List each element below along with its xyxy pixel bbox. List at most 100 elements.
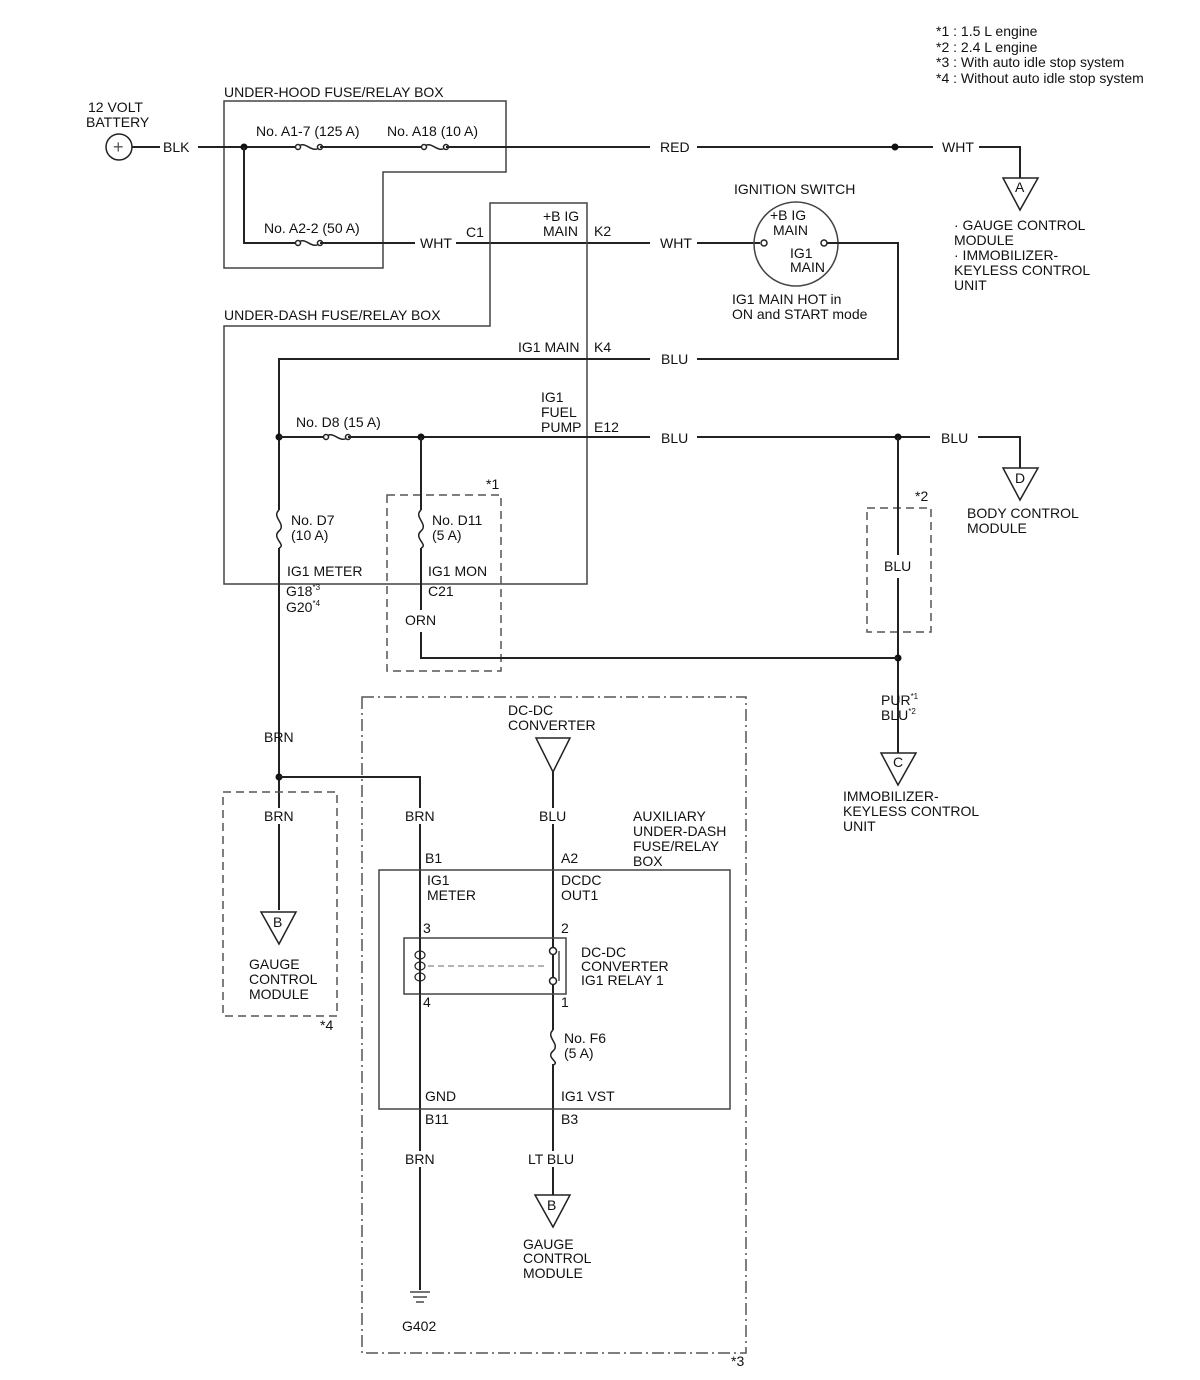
terminal-bigmain-2: MAIN — [543, 223, 578, 239]
terminal-b1: B1 — [425, 850, 442, 866]
fuse-d11-label-1: No. D11 — [432, 512, 483, 528]
note-1: *1 : 1.5 L engine — [936, 23, 1038, 39]
terminal-ig1fuel-3: PUMP — [541, 419, 581, 435]
relay-outline — [403, 937, 567, 995]
fuse-d7-icon — [276, 509, 282, 549]
label-background — [404, 808, 438, 824]
wire-label-blu-k4: BLU — [661, 351, 688, 367]
fuse-terminal — [294, 239, 302, 247]
wire-label-blk: BLK — [163, 139, 190, 155]
ignition-ig1main-2: MAIN — [790, 259, 825, 275]
fuse-a22-label: No. A2-2 (50 A) — [264, 220, 360, 236]
terminal-dcdcout-1: DCDC — [561, 872, 601, 888]
connector-a-label-2: MODULE — [954, 232, 1014, 248]
relay-pin-1: 1 — [561, 994, 569, 1010]
option-3-box — [361, 696, 747, 1354]
connector-a-icon — [1001, 177, 1040, 212]
aux-box-label-1: AUXILIARY — [633, 808, 707, 824]
connector-b-2-letter: B — [547, 1197, 556, 1213]
wire-wht-a — [979, 146, 1021, 178]
connector-a-label-4: KEYLESS CONTROL — [954, 262, 1090, 278]
wire-label-ltblu: LT BLU — [528, 1151, 574, 1167]
wire-label-brn-2: BRN — [264, 808, 294, 824]
connector-a-label-5: UNIT — [954, 277, 987, 293]
relay-coil-icon — [414, 961, 426, 971]
connector-c: C IMMOBILIZER- KEYLESS CONTROL UNIT — [843, 752, 979, 834]
note-2: *2 : 2.4 L engine — [936, 39, 1038, 55]
wire-label-pur: PUR*1 — [881, 692, 919, 708]
terminal-g18: G18*3 — [286, 583, 321, 599]
connector-c-label-2: KEYLESS CONTROL — [843, 803, 979, 819]
connector-b-2-label-3: MODULE — [523, 1265, 583, 1281]
wire-brn-aux — [279, 776, 421, 1290]
fuse-d7-label-2: (10 A) — [291, 527, 328, 543]
fuse-a18-icon — [423, 144, 447, 150]
terminal-ig1mon: IG1 MON — [428, 563, 487, 579]
wire-label-orn: ORN — [405, 612, 436, 628]
wire-label-wht-a: WHT — [942, 139, 974, 155]
footnote-legend: *1 : 1.5 L engine *2 : 2.4 L engine *3 :… — [936, 23, 1144, 86]
fuse-terminal — [322, 433, 330, 441]
terminal-ig1fuel-1: IG1 — [541, 389, 564, 405]
fuse-d11-icon — [418, 509, 424, 549]
fuse-f6-icon — [550, 1029, 556, 1066]
relay-pin-3: 3 — [423, 920, 431, 936]
connector-c-letter: C — [893, 754, 903, 770]
ignition-ig1main-1: IG1 — [790, 245, 813, 261]
wire-a22-branch — [243, 147, 298, 244]
fuse-d8-label: No. D8 (15 A) — [296, 414, 381, 430]
connector-d-icon — [1001, 467, 1040, 502]
fuse-d11-label-2: (5 A) — [432, 527, 462, 543]
fuse-terminal — [420, 143, 428, 151]
underhood-box-outline — [223, 100, 507, 269]
fuse-f6-label-2: (5 A) — [564, 1045, 594, 1061]
ignition-bigmain-1: +B IG — [770, 207, 806, 223]
relay-label-1: DC-DC — [581, 944, 626, 960]
connector-b-1-icon — [259, 911, 298, 946]
terminal-c21: C21 — [428, 583, 454, 599]
fuse-d7-label-1: No. D7 — [291, 512, 335, 528]
terminal-ig1vst: IG1 VST — [561, 1088, 615, 1104]
label-background — [404, 1151, 438, 1167]
ignition-switch-title: IGNITION SWITCH — [734, 181, 855, 197]
splice-dot — [891, 143, 899, 151]
switch-terminal — [760, 239, 768, 247]
option-1-box — [386, 494, 502, 672]
wire-ig1main-return — [697, 242, 899, 360]
fuse-terminal — [294, 143, 302, 151]
ignition-note-1: IG1 MAIN HOT in — [732, 291, 841, 307]
wire-blu-k4 — [278, 358, 650, 510]
wire-label-blu-dc: BLU — [539, 808, 566, 824]
terminal-ig1meter: IG1 METER — [287, 563, 362, 579]
terminal-g20: G20*4 — [286, 599, 321, 615]
wire-label-wht-c1: WHT — [420, 235, 452, 251]
terminal-c1: C1 — [466, 224, 484, 240]
relay: DC-DC CONVERTER IG1 RELAY 1 — [403, 937, 669, 995]
wire-blu-d — [978, 436, 1021, 468]
terminal-bigmain-1: +B IG — [543, 208, 579, 224]
relay-contact-terminal — [548, 976, 558, 986]
option-1-marker: *1 — [486, 476, 499, 492]
wire-label-brn-1: BRN — [264, 729, 294, 745]
connector-b-2-label-2: CONTROL — [523, 1250, 592, 1266]
terminal-gnd: GND — [425, 1088, 456, 1104]
connector-c-icon — [879, 752, 918, 787]
terminal-ig1main: IG1 MAIN — [518, 339, 579, 355]
terminal-aux-ig1meter-1: IG1 — [427, 872, 450, 888]
terminal-ig1fuel-2: FUEL — [541, 404, 577, 420]
ignition-switch: IGNITION SWITCH +B IG MAIN IG1 MAIN IG1 … — [732, 181, 868, 322]
dcdc-converter-icon — [534, 737, 572, 774]
connector-c-label-1: IMMOBILIZER- — [843, 788, 939, 804]
label-background — [526, 1151, 578, 1167]
wire-label-blu-c: BLU*2 — [881, 707, 916, 723]
option-2-marker: *2 — [915, 488, 928, 504]
connector-d-label-2: MODULE — [967, 520, 1027, 536]
label-background — [262, 808, 296, 824]
terminal-k4: K4 — [594, 339, 611, 355]
connector-d: D BODY CONTROL MODULE — [967, 467, 1079, 536]
terminal-aux-ig1meter-2: METER — [427, 887, 476, 903]
wire-label-brn-3: BRN — [405, 808, 435, 824]
connector-b-2-icon — [533, 1194, 572, 1229]
relay-label-3: IG1 RELAY 1 — [581, 972, 664, 988]
fuse-a18-label: No. A18 (10 A) — [387, 123, 478, 139]
